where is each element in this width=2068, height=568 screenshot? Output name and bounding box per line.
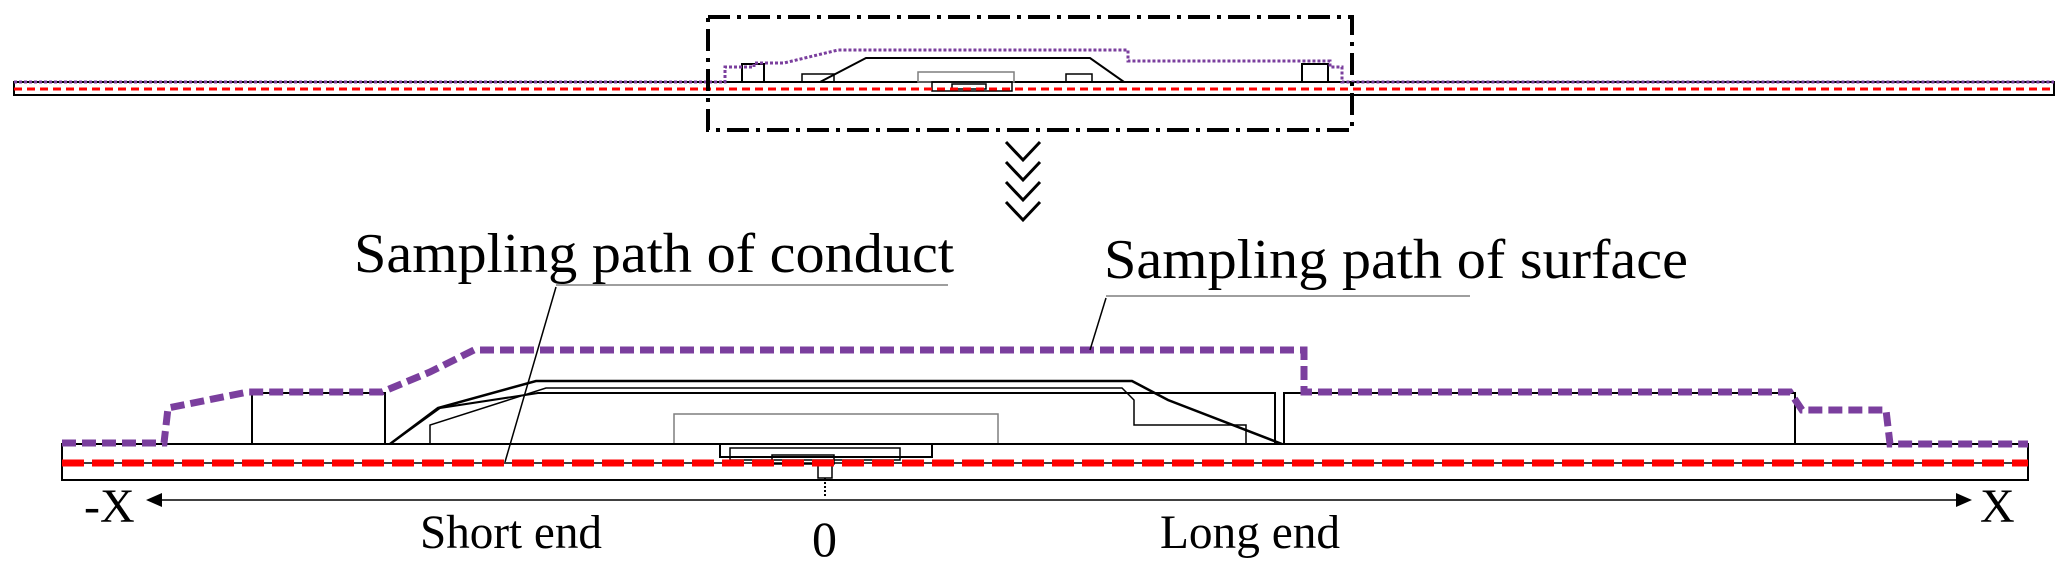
detail-insulation-inner [429, 387, 1247, 444]
detail-stress-cone-box [673, 413, 999, 445]
detail-connector-mid [729, 447, 901, 461]
detail-joint-outline [251, 392, 1796, 445]
overview-inner-outline [801, 73, 1093, 83]
zoom-arrow-icon [1004, 140, 1042, 223]
short-end-label: Short end [420, 506, 602, 559]
x-axis-right-arrow-icon [1956, 493, 1972, 507]
overview-surface-path [14, 48, 2054, 84]
conductor-path-leader [504, 286, 557, 463]
overview-core-box [917, 71, 1015, 83]
long-end-label: Long end [1160, 506, 1340, 559]
surface-path-leader [1089, 297, 1107, 351]
overview-core-inner [931, 81, 1013, 92]
neg-x-label: -X [84, 480, 135, 533]
detail-cable-joint [61, 284, 2029, 498]
pos-x-label: X [1980, 480, 2015, 533]
surface-path-label: Sampling path of surface [1104, 229, 1688, 291]
x-axis [146, 493, 1972, 507]
detail-surface-path [62, 346, 2028, 448]
detail-insulation-outline [389, 379, 1283, 446]
overview-cable-joint [13, 15, 2055, 132]
x-axis-left-arrow-icon [146, 493, 162, 507]
conductor-path-label: Sampling path of conduct [354, 223, 954, 285]
zoom-region-box [706, 15, 1354, 132]
origin-label: 0 [812, 511, 837, 567]
